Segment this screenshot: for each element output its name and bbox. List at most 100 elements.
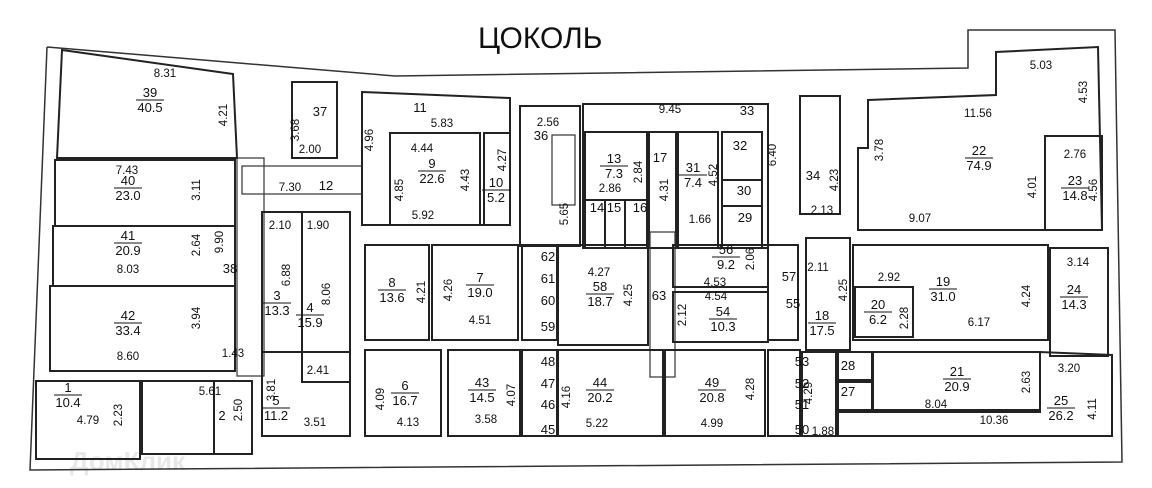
room-5-outline (261, 351, 351, 437)
corridor-outline (801, 351, 837, 437)
room-48-label: 48 (541, 354, 555, 369)
dimension-label: 2.13 (811, 205, 833, 217)
room-14-label: 14 (590, 200, 604, 215)
room-number: 55 (786, 296, 800, 311)
room-area: 31.0 (930, 289, 955, 304)
dimension-label: 2.23 (113, 404, 125, 426)
room-number: 42 (121, 308, 135, 323)
room-number: 57 (782, 269, 796, 284)
dimension-label: 2.50 (233, 399, 245, 421)
dimension-label: 8.60 (117, 351, 139, 363)
walls (29, 29, 1123, 471)
dimension-label: 2.92 (878, 272, 900, 284)
dimension-label: 6.17 (968, 317, 990, 329)
room-41-outline (52, 225, 236, 287)
dimension-label: 2.10 (269, 220, 291, 232)
dimension-label: 7.30 (279, 182, 301, 194)
room-area: 18.7 (587, 294, 612, 309)
room-number: 2 (218, 408, 225, 423)
room-5-label: 511.2 (262, 393, 290, 423)
dimension-label: 2.63 (1021, 371, 1033, 393)
room-area: 11.2 (264, 408, 288, 423)
room-28-label: 28 (841, 358, 855, 373)
dimension-label: 4.79 (77, 415, 99, 427)
dimension-label: 3.58 (475, 414, 497, 426)
room-number: 49 (705, 375, 719, 390)
dimension-label: 3.94 (191, 306, 203, 329)
room-area: 15.9 (297, 315, 322, 330)
wc-50-53-outline (767, 349, 801, 437)
dimension-label: 4.85 (394, 179, 406, 201)
room-number: 10 (489, 175, 503, 190)
room-44-outline (557, 349, 664, 437)
room-area: 9.2 (717, 257, 735, 272)
dimension-label: 4.54 (705, 291, 728, 303)
room-38-label: 38 (223, 261, 237, 276)
room-10-label: 105.2 (482, 175, 510, 205)
room-1-label: 110.4 (54, 380, 82, 410)
room-number: 46 (541, 397, 555, 412)
dimension-label: 4.27 (588, 267, 610, 279)
room-number: 14 (590, 200, 604, 215)
dimension-label: 4.13 (397, 417, 419, 429)
room-area: 19.0 (467, 285, 492, 300)
room-number: 58 (593, 279, 607, 294)
room-number: 44 (593, 375, 607, 390)
dimension-label: 2.06 (745, 248, 757, 270)
room-number: 53 (795, 354, 809, 369)
room-area: 20.2 (587, 390, 612, 405)
room-30-label: 30 (737, 183, 751, 198)
room-number: 32 (733, 138, 747, 153)
dimension-label: 4.43 (460, 169, 472, 191)
room-number: 4 (306, 300, 313, 315)
room-number: 61 (541, 271, 555, 286)
dimension-label: 8.31 (154, 68, 176, 80)
room-9-label: 922.6 (418, 156, 446, 186)
room-25-outline (837, 350, 1113, 437)
dimension-label: 5.83 (431, 118, 453, 130)
room-number: 51 (795, 397, 809, 412)
room-37-outline (291, 81, 338, 159)
room-area: 13.6 (379, 290, 404, 305)
dimension-label: 3.78 (874, 139, 886, 161)
dimension-label: 2.64 (191, 233, 203, 256)
room-number: 12 (319, 178, 333, 193)
dimension-label: 4.53 (1078, 81, 1090, 103)
room-34-label: 34 (806, 168, 820, 183)
room-number: 29 (738, 210, 752, 225)
dimension-label: 9.45 (659, 104, 681, 116)
room-number: 59 (541, 319, 555, 334)
room-number: 19 (936, 274, 950, 289)
dimension-label: 4.27 (497, 149, 509, 171)
room-area: 74.9 (966, 158, 991, 173)
room-area: 7.4 (684, 175, 702, 190)
dimension-label: 5.65 (559, 203, 571, 225)
room-area: 20.8 (699, 390, 724, 405)
room-42-outline (49, 285, 236, 372)
room-area: 7.3 (605, 166, 623, 181)
room-3-label: 313.3 (263, 288, 291, 318)
room-number: 11 (413, 100, 427, 115)
room-area: 22.6 (419, 171, 444, 186)
room-number: 56 (719, 242, 733, 257)
room-number: 6 (401, 378, 408, 393)
room-62-label: 62 (541, 249, 555, 264)
dimension-label: 5.03 (1030, 60, 1052, 72)
dimension-label: 3.11 (191, 179, 203, 201)
room-area: 10.3 (710, 319, 735, 334)
room-area: 13.3 (264, 303, 289, 318)
room-area: 14.5 (469, 390, 494, 405)
room-59-label: 59 (541, 319, 555, 334)
